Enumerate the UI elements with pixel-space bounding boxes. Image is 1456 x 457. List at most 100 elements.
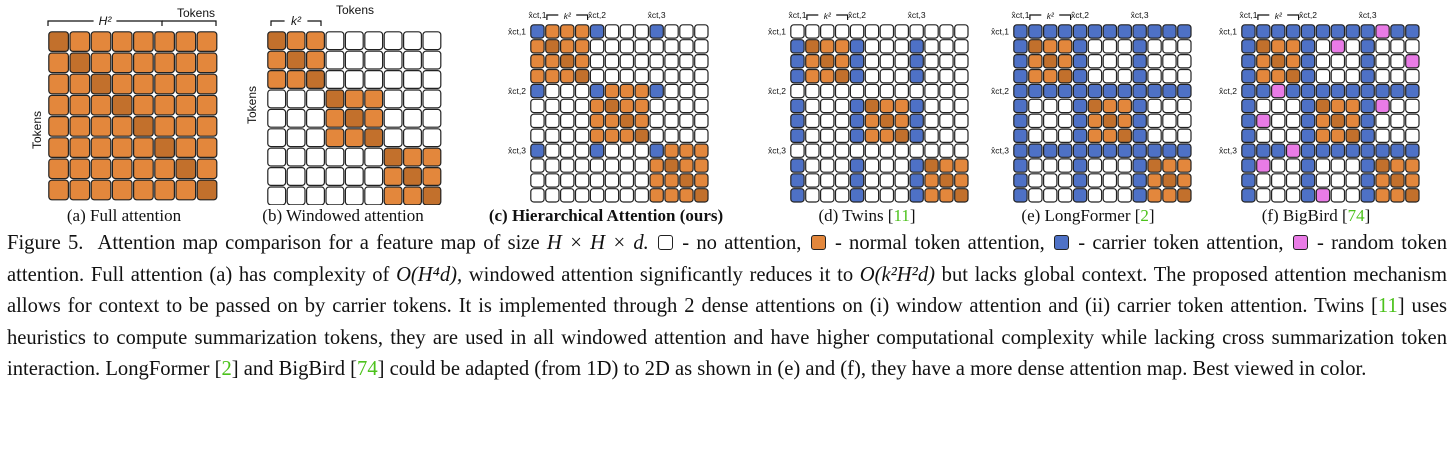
cell-carrier xyxy=(1132,143,1147,158)
cell-none xyxy=(364,167,384,187)
cell-none xyxy=(559,143,575,158)
cell-none xyxy=(1315,39,1331,54)
cell-carrier xyxy=(1270,24,1286,39)
caption-panel-a: (a) Full attention xyxy=(66,206,182,225)
cell-carrier xyxy=(1390,83,1405,99)
label-ct-side-c-1: x̂ct,1 xyxy=(508,26,526,36)
cell-carrier xyxy=(1072,24,1088,39)
attention-grid-b xyxy=(267,31,442,205)
caption-f-pre: (f) BigBird [ xyxy=(1261,206,1348,225)
cell-random xyxy=(1256,158,1271,173)
label-ct-top-c-3: x̂ct,3 xyxy=(648,10,666,20)
cell-random xyxy=(1405,53,1420,69)
cell-carrier xyxy=(1072,143,1088,158)
cell-normal xyxy=(69,158,91,180)
cell-carrier xyxy=(1072,39,1088,54)
attention-grid-a xyxy=(48,31,218,201)
cell-normal xyxy=(1147,188,1162,203)
ref-link-74[interactable]: 74 xyxy=(357,358,378,380)
cell-carrier xyxy=(1241,173,1256,188)
caption-panel-c-text: (c) Hierarchical Attention (ours) xyxy=(488,206,724,225)
cell-normal_dark xyxy=(267,31,287,51)
cell-carrier xyxy=(1072,53,1088,69)
cell-normal xyxy=(154,31,176,52)
cell-carrier xyxy=(1132,83,1147,99)
cell-none xyxy=(325,167,345,187)
cell-none xyxy=(1028,173,1043,188)
cell-carrier xyxy=(1117,24,1132,39)
attention-grid-c xyxy=(530,24,709,203)
label-ct-top-f-2: x̂ct,2 xyxy=(1299,10,1317,20)
cell-none xyxy=(619,24,635,39)
cell-random xyxy=(1256,113,1271,129)
cell-none xyxy=(1087,53,1103,69)
cell-none xyxy=(1285,188,1301,203)
cell-normal xyxy=(1285,53,1301,69)
cell-normal_dark xyxy=(939,173,954,188)
cell-normal_dark xyxy=(879,113,895,129)
caption-panel-f: (f) BigBird [74] xyxy=(1262,206,1371,226)
cell-normal xyxy=(133,94,154,116)
cell-none xyxy=(1330,173,1346,188)
caption-f-post: ] xyxy=(1364,206,1371,225)
cell-none xyxy=(364,50,384,70)
cell-none xyxy=(604,24,620,39)
cell-normal xyxy=(1162,188,1177,203)
cell-none xyxy=(1345,53,1360,69)
cell-none xyxy=(545,188,560,203)
cell-carrier xyxy=(909,113,924,129)
cell-none xyxy=(864,188,880,203)
cell-none xyxy=(1315,173,1331,188)
cell-none xyxy=(1256,173,1271,188)
cell-normal xyxy=(196,94,218,116)
cell-none xyxy=(939,53,954,69)
cell-carrier xyxy=(1013,83,1028,99)
cell-none xyxy=(1102,39,1118,54)
cell-none xyxy=(1028,188,1043,203)
ref-link-74[interactable]: 74 xyxy=(1347,206,1365,225)
cell-carrier xyxy=(1132,188,1147,203)
cell-carrier xyxy=(1256,24,1271,39)
cell-carrier xyxy=(530,143,545,158)
cell-normal xyxy=(589,98,605,114)
label-k2-f: k² xyxy=(1275,11,1283,21)
cell-carrier xyxy=(1241,24,1256,39)
cell-normal xyxy=(545,68,560,84)
cell-none xyxy=(1087,68,1103,84)
cell-carrier xyxy=(1162,83,1177,99)
cell-carrier xyxy=(1072,188,1088,203)
cell-normal xyxy=(1117,113,1132,129)
cell-none xyxy=(664,128,679,144)
cell-none xyxy=(589,53,605,69)
cell-none xyxy=(364,69,384,89)
cell-normal xyxy=(154,158,176,180)
cell-normal xyxy=(196,73,218,95)
cell-none xyxy=(819,98,835,114)
cell-none xyxy=(664,39,679,54)
ref-link-11[interactable]: 11 xyxy=(893,206,910,225)
cell-normal xyxy=(694,143,709,158)
cell-none xyxy=(344,186,364,205)
ref-link-2[interactable]: 2 xyxy=(221,358,232,380)
ref-link-2[interactable]: 2 xyxy=(1140,206,1149,225)
cell-carrier xyxy=(1360,188,1375,203)
cell-normal xyxy=(1102,128,1118,144)
cell-carrier xyxy=(849,98,865,114)
cell-random xyxy=(1375,98,1390,114)
cell-none xyxy=(1345,173,1360,188)
cell-carrier xyxy=(790,53,805,69)
cell-none xyxy=(1405,113,1420,129)
ref-link-11[interactable]: 11 xyxy=(1377,295,1398,317)
cell-none xyxy=(1147,68,1162,84)
cell-none xyxy=(1390,53,1405,69)
cell-none xyxy=(1087,158,1103,173)
cell-normal xyxy=(634,98,649,114)
cell-carrier xyxy=(1300,158,1316,173)
cell-none xyxy=(559,173,575,188)
cell-none xyxy=(1270,158,1286,173)
cell-none xyxy=(1375,128,1390,144)
label-ct-side-f-3: x̂ct,3 xyxy=(1219,146,1237,156)
cell-normal xyxy=(196,137,218,159)
cell-carrier xyxy=(1132,24,1147,39)
label-k2-c-bracket xyxy=(546,14,589,20)
